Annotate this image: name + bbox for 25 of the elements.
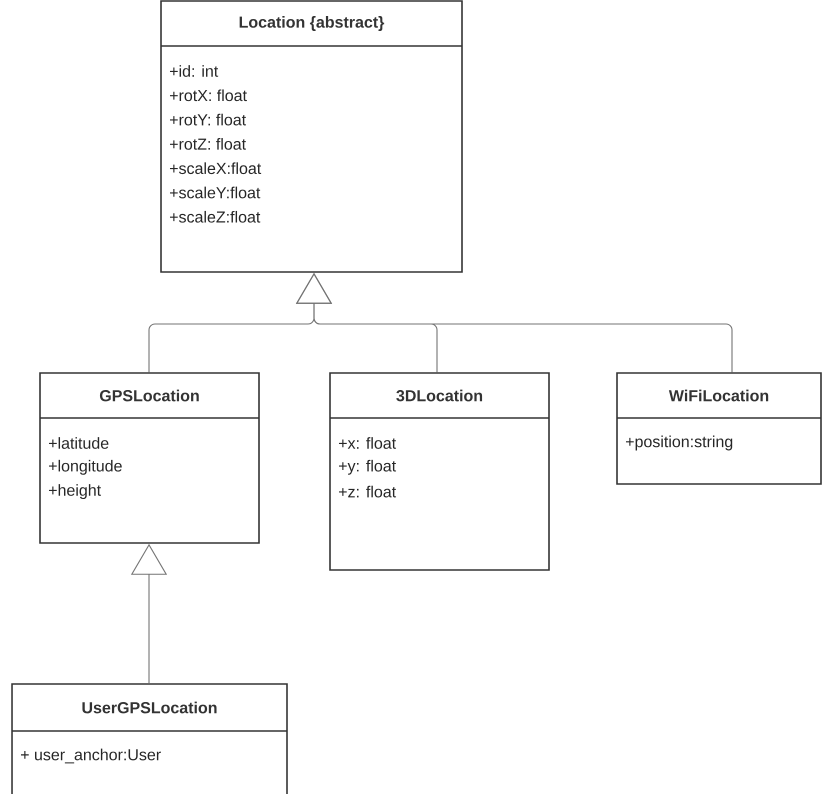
attribute-text: +scaleY:float — [170, 186, 260, 198]
class-box — [39, 372, 260, 544]
class-name: WiFiLocation — [668, 390, 768, 402]
attribute-text: +position:string — [626, 436, 732, 450]
class-box — [160, 0, 463, 273]
attribute-text: +id: int — [170, 65, 218, 77]
attribute-text: +z: float — [338, 486, 396, 498]
attribute-text: +height — [49, 484, 101, 500]
attribute-text: +scaleX:float — [170, 162, 262, 174]
class-name: 3DLocation — [396, 390, 482, 402]
attribute-text: +rotX: float — [170, 89, 247, 102]
class-name: UserGPSLocation — [82, 702, 217, 714]
class-box — [329, 372, 550, 571]
class-box — [616, 372, 822, 485]
attribute-text: +longitude — [49, 460, 122, 475]
attribute-text: +x: float — [338, 437, 396, 449]
attribute-text: +rotY: float — [170, 114, 246, 126]
attribute-text: +latitude — [49, 437, 108, 449]
class-name: Location {abstract} — [240, 16, 384, 31]
attribute-text: +y: float — [338, 460, 396, 475]
class-box — [11, 683, 288, 794]
class-name: GPSLocation — [100, 390, 199, 402]
attribute-text: + user_anchor:User — [21, 748, 161, 764]
attribute-text: +scaleZ:float — [170, 210, 260, 223]
attribute-text: +rotZ: float — [170, 138, 246, 150]
